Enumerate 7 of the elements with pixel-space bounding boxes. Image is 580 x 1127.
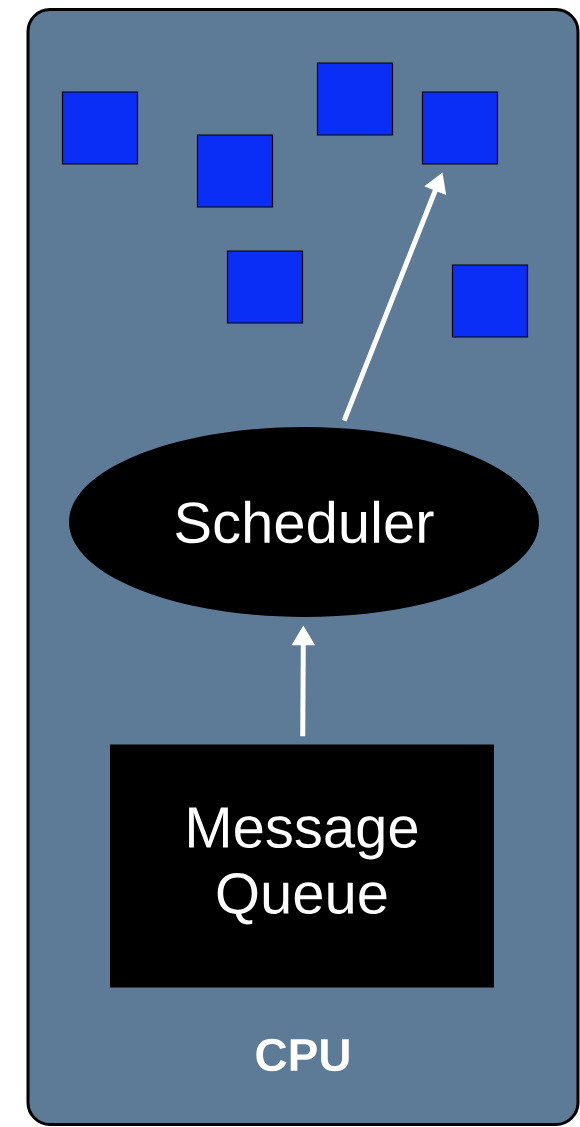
task-square: [451, 264, 529, 338]
task-square: [61, 91, 139, 165]
task-square: [316, 62, 394, 136]
queue-box: Message Queue: [110, 744, 494, 988]
task-square: [196, 134, 274, 208]
task-square: [226, 250, 304, 324]
task-square: [421, 91, 499, 165]
